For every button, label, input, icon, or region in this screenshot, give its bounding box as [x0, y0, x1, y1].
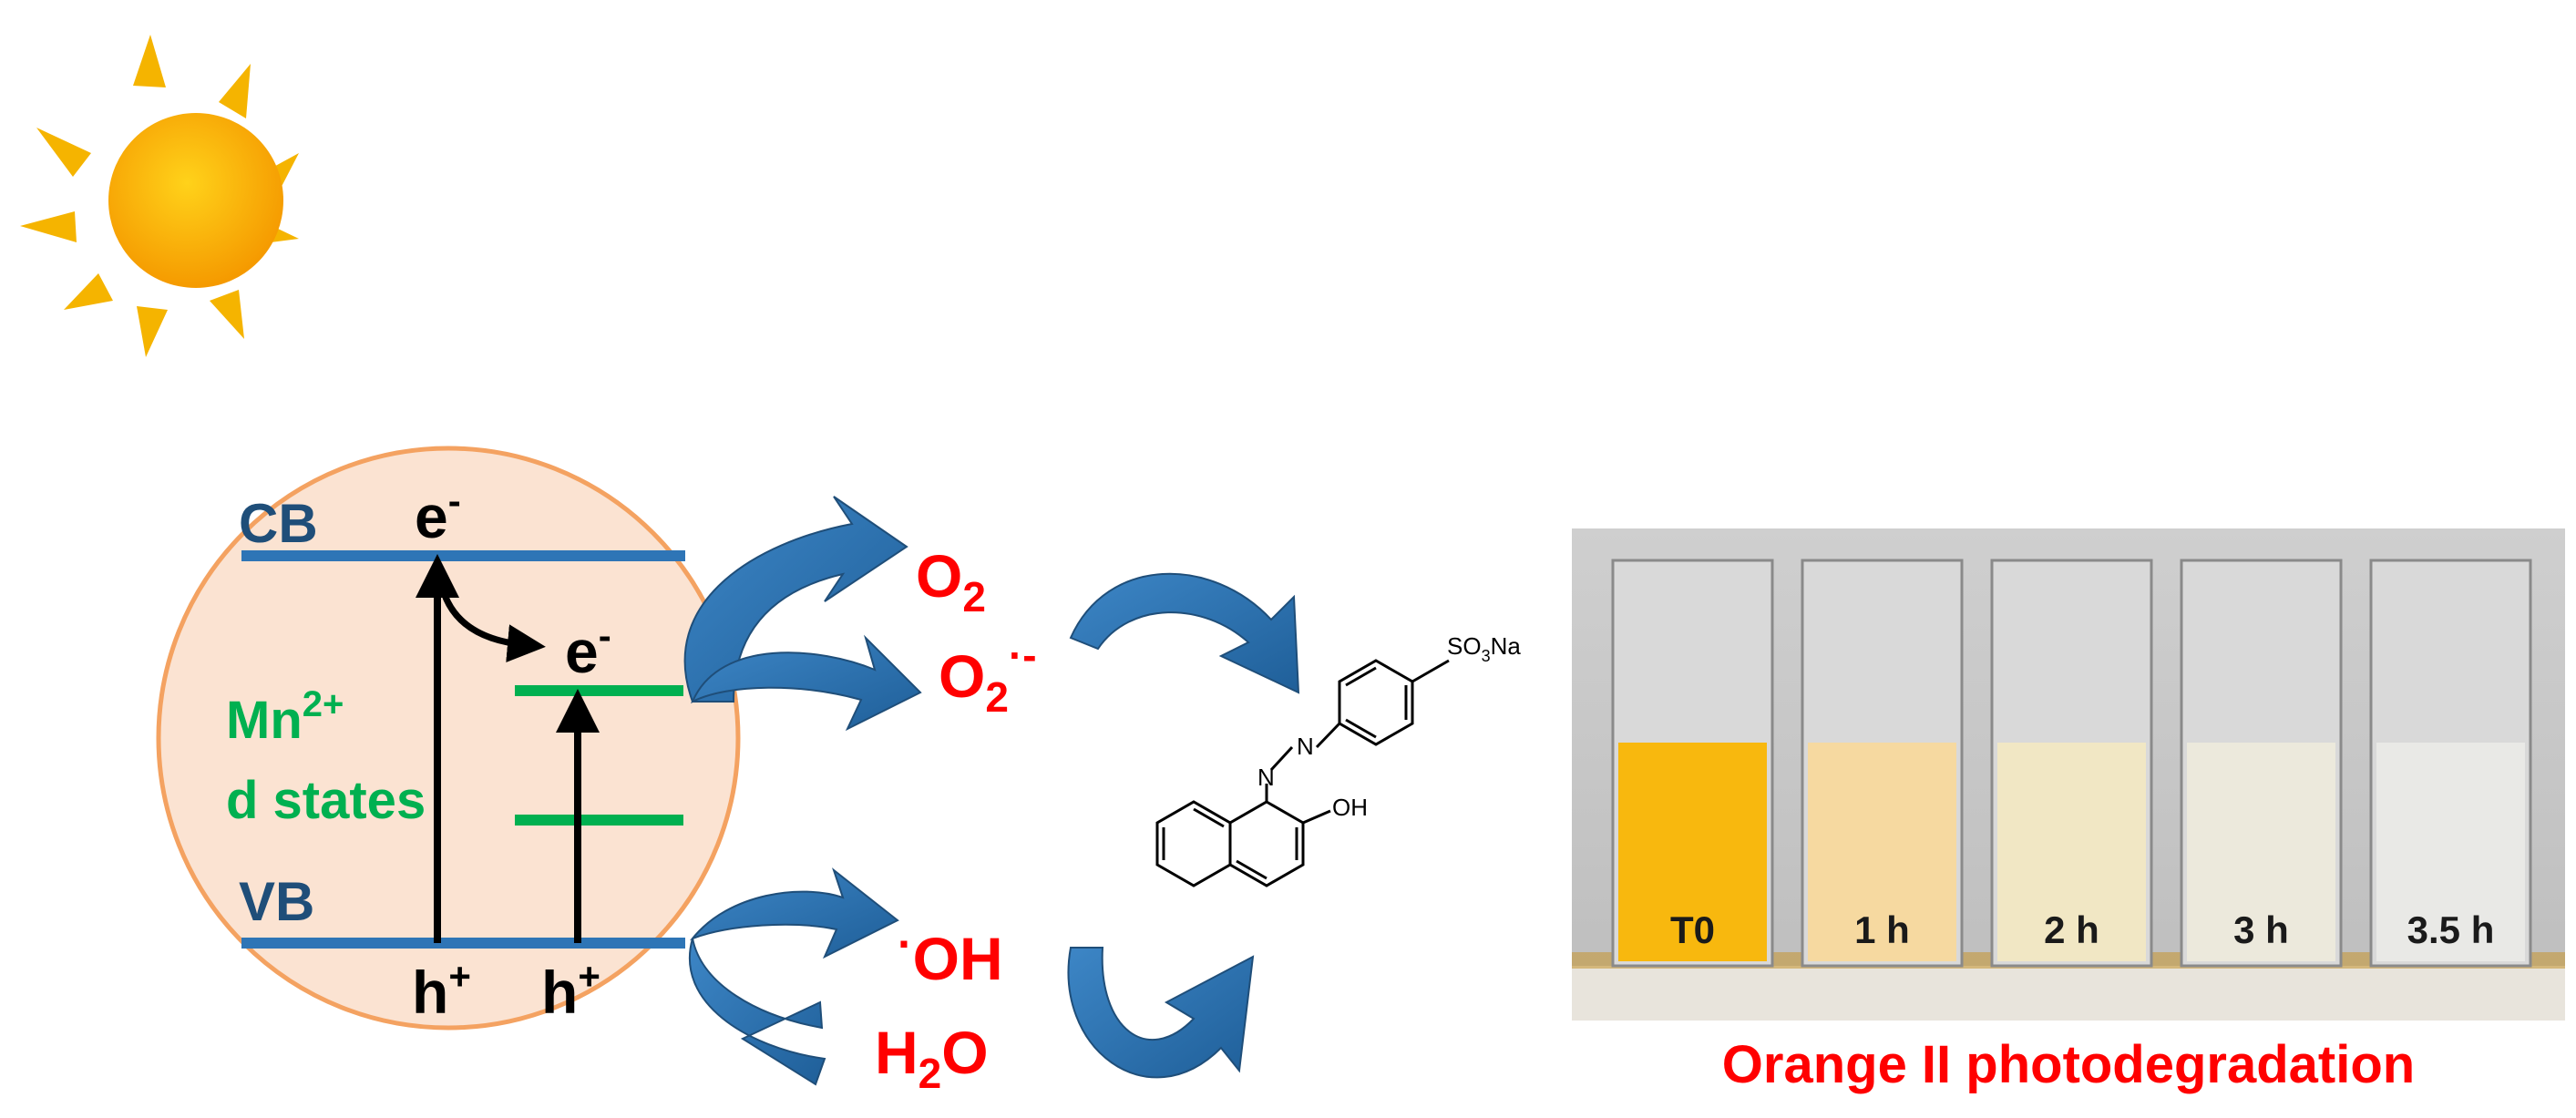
svg-text:O2·-: O2·- [939, 631, 1037, 721]
relaxation-arrow [436, 569, 546, 663]
photo-caption: Orange II photodegradation [1722, 1035, 2415, 1094]
svg-text:Mn2+: Mn2+ [226, 684, 344, 750]
svg-text:·OH: ·OH [898, 918, 1003, 992]
cuvette-5: 3.5 h [2369, 559, 2532, 968]
azo-n-lower: N [1257, 764, 1275, 791]
svg-text:e-: e- [565, 614, 611, 685]
hole-1: h+ [412, 955, 471, 1026]
svg-text:O2: O2 [916, 542, 986, 621]
cuvette-1: T0 [1611, 559, 1774, 968]
cuvette-time-label: 2 h [2044, 908, 2099, 951]
cuvette-3: 2 h [1990, 559, 2153, 968]
semiconductor-particle [156, 446, 741, 1031]
vb-label: VB [239, 871, 314, 932]
cuvette-liquid [2187, 743, 2335, 961]
water-label: H2O [875, 1019, 989, 1097]
oxygen-label: O2 [916, 542, 986, 621]
d-states-label: d states [226, 771, 426, 830]
cuvette-time-label: 1 h [1854, 908, 1910, 951]
cuvette-time-label: T0 [1670, 908, 1715, 951]
orange-ii-structure [1155, 659, 1450, 887]
svg-text:h+: h+ [541, 955, 600, 1026]
hole-transfer-arrow [689, 867, 899, 1086]
svg-text:h+: h+ [412, 955, 471, 1026]
so3na-label: SO3Na [1447, 632, 1521, 665]
cuvette-liquid [1618, 743, 1767, 961]
sun-icon [20, 35, 299, 357]
cuvette-time-label: 3 h [2233, 908, 2289, 951]
mn-label: Mn2+ [226, 684, 344, 750]
superoxide-to-dye-arrow [1069, 572, 1300, 694]
electron-dstate: e- [565, 614, 611, 685]
electron-transfer-arrow [683, 496, 922, 732]
hydroxy-label: OH [1332, 794, 1368, 821]
svg-text:e-: e- [415, 479, 461, 550]
hydroxyl-to-dye-arrow [1067, 947, 1255, 1079]
svg-text:H2O: H2O [875, 1019, 989, 1097]
cuvette-liquid [2376, 743, 2525, 961]
cb-label: CB [239, 493, 318, 554]
cuvette-photo: T0 1 h 2 h 3 h 3.5 h [1572, 528, 2565, 1021]
hole-2: h+ [541, 955, 600, 1026]
cuvette-time-label: 3.5 h [2407, 908, 2495, 951]
svg-text:SO3Na: SO3Na [1447, 632, 1521, 665]
cuvette-4: 3 h [2180, 559, 2343, 968]
superoxide-label: O2·- [939, 631, 1037, 721]
cuvette-liquid [1997, 743, 2146, 961]
electron-cb: e- [415, 479, 461, 550]
azo-n-upper: N [1297, 733, 1314, 760]
hydroxyl-radical-label: ·OH [898, 918, 1003, 992]
cuvette-2: 1 h [1801, 559, 1964, 968]
cuvette-liquid [1808, 743, 1956, 961]
